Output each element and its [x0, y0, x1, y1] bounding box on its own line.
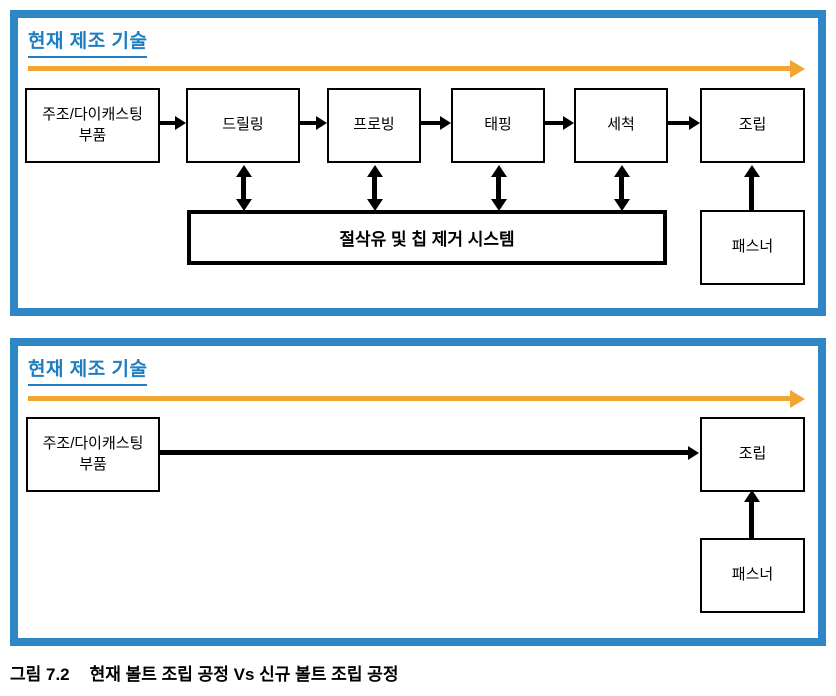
fastener-label: 패스너: [731, 566, 774, 584]
casting-parts-box: 주조/다이캐스팅 부품: [26, 417, 160, 492]
new-process-panel: 현재 제조 기술 주조/다이캐스팅 부품 조립 패스너: [10, 338, 826, 646]
drilling-label: 드릴링: [222, 116, 264, 134]
flow-arrow-right-icon: [668, 121, 689, 125]
arrow-up-icon: [749, 177, 754, 210]
casting-parts-label-line2: 부품: [79, 455, 107, 473]
arrow-up-icon: [749, 502, 754, 538]
direct-flow-arrow-icon: [160, 450, 688, 455]
assembly-box: 조립: [700, 88, 805, 163]
washing-label: 세척: [607, 116, 635, 134]
figure-caption: 그림 7.2 현재 볼트 조립 공정 Vs 신규 볼트 조립 공정: [10, 660, 398, 685]
probing-label: 프로빙: [353, 116, 395, 134]
flow-arrow-right-icon: [300, 121, 316, 125]
tapping-label: 태핑: [484, 116, 512, 134]
probing-box: 프로빙: [327, 88, 421, 163]
assembly-label: 조립: [738, 116, 767, 134]
casting-parts-label-line2: 부품: [78, 126, 107, 144]
washing-box: 세척: [574, 88, 668, 163]
bidirectional-arrow-icon: [372, 177, 377, 199]
figure-caption-number: 그림 7.2: [10, 665, 70, 684]
bidirectional-arrow-icon: [241, 177, 246, 199]
current-process-panel: 현재 제조 기술 주조/다이캐스팅 부품 드릴링 프로빙 태핑 세척 조립: [10, 10, 826, 316]
panel1-title: 현재 제조 기술: [28, 26, 148, 58]
assembly-box: 조립: [700, 417, 805, 492]
drilling-box: 드릴링: [186, 88, 300, 163]
fastener-label: 패스너: [731, 238, 774, 256]
bidirectional-arrow-icon: [619, 177, 624, 199]
figure-caption-text: 현재 볼트 조립 공정 Vs 신규 볼트 조립 공정: [89, 665, 399, 684]
coolant-chip-removal-system-box: 절삭유 및 칩 제거 시스템: [187, 210, 667, 265]
bidirectional-arrow-icon: [496, 177, 501, 199]
process-direction-arrow-icon: [28, 66, 790, 71]
fastener-box: 패스너: [700, 210, 805, 285]
casting-parts-box: 주조/다이캐스팅 부품: [25, 88, 160, 163]
casting-parts-label-line1: 주조/다이캐스팅: [42, 435, 144, 453]
flow-arrow-right-icon: [421, 121, 440, 125]
coolant-chip-removal-label: 절삭유 및 칩 제거 시스템: [339, 230, 515, 249]
flow-arrow-right-icon: [160, 121, 175, 125]
panel2-title: 현재 제조 기술: [28, 354, 148, 386]
fastener-box: 패스너: [700, 538, 805, 613]
tapping-box: 태핑: [451, 88, 545, 163]
casting-parts-label-line1: 주조/다이캐스팅: [42, 106, 143, 124]
assembly-label: 조립: [738, 445, 767, 463]
flow-arrow-right-icon: [545, 121, 563, 125]
process-direction-arrow-icon: [28, 396, 790, 401]
